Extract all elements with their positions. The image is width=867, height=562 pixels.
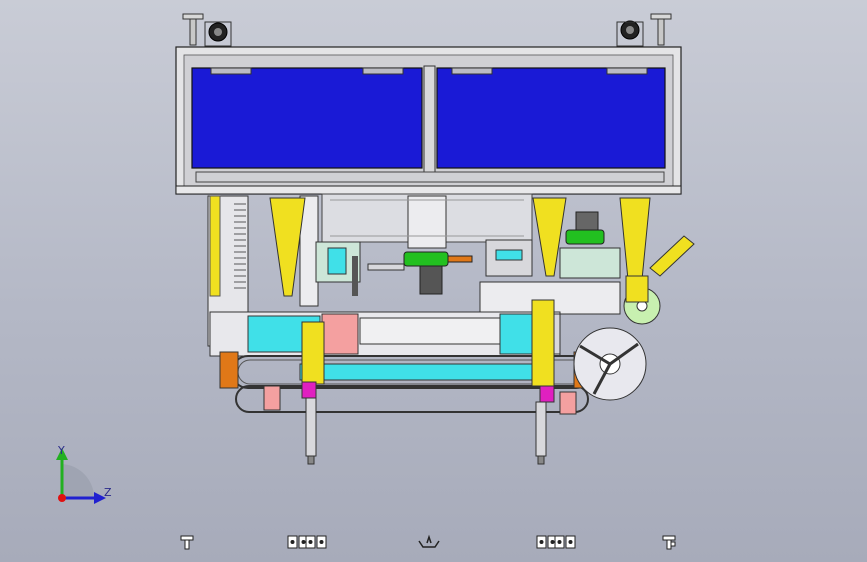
view-toolbar bbox=[0, 524, 867, 562]
view-top-icon bbox=[662, 535, 676, 550]
triad-y-arrow-icon bbox=[56, 448, 68, 498]
main-frame bbox=[175, 46, 682, 195]
spindle-right bbox=[531, 299, 555, 465]
funnel-center-right bbox=[532, 197, 567, 277]
blue-panel-right bbox=[436, 67, 666, 169]
green-motor-right bbox=[559, 211, 621, 279]
view-section-d-button[interactable] bbox=[552, 530, 578, 554]
top-caster-left bbox=[182, 13, 232, 47]
top-caster-right bbox=[616, 13, 672, 47]
spindle-left bbox=[301, 321, 325, 465]
blue-panel-left bbox=[191, 67, 423, 169]
horizontal-slide bbox=[209, 311, 561, 357]
view-section-b-button[interactable] bbox=[303, 530, 329, 554]
green-motor-left bbox=[403, 251, 473, 295]
triad-y-label: Y bbox=[57, 444, 65, 457]
view-orient-icon bbox=[418, 534, 440, 548]
funnel-left bbox=[269, 197, 306, 297]
view-front-button[interactable] bbox=[174, 530, 200, 554]
view-top-button[interactable] bbox=[656, 530, 682, 554]
coordinate-triad: Y Z bbox=[56, 444, 112, 504]
view-section-d-icon bbox=[554, 535, 576, 549]
mid-mechanism-right bbox=[479, 239, 621, 315]
view-orient-button[interactable] bbox=[416, 530, 442, 554]
disc-wheel bbox=[573, 327, 647, 401]
view-front-icon bbox=[180, 535, 194, 550]
view-section-b-icon bbox=[305, 535, 327, 549]
triad-x-origin-icon bbox=[58, 494, 66, 502]
mid-mechanism-left bbox=[315, 241, 405, 296]
central-drum bbox=[321, 193, 533, 249]
triad-z-arrow-icon bbox=[62, 492, 106, 504]
triad-z-label: Z bbox=[104, 486, 112, 499]
right-arm bbox=[623, 235, 695, 325]
